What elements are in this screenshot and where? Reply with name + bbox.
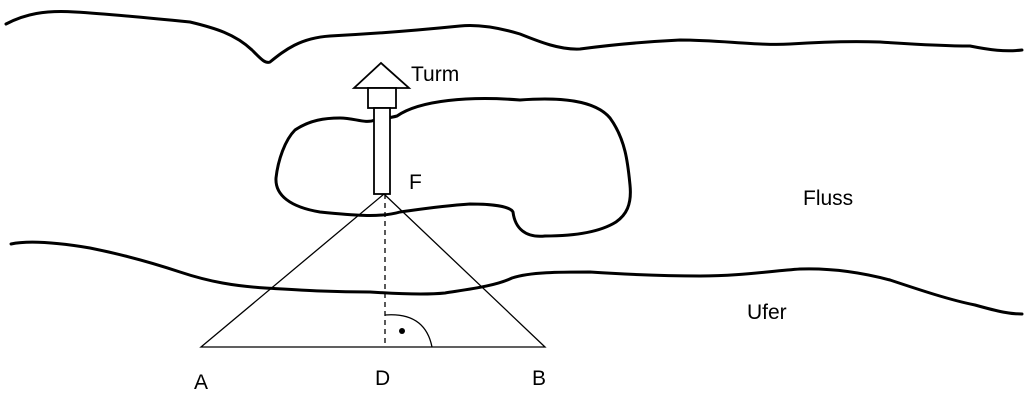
point-d-label: D (375, 367, 390, 390)
river-label: Fluss (803, 187, 853, 210)
tower-shaft (373, 107, 391, 195)
point-a-label: A (194, 371, 208, 391)
tower-label: Turm (411, 63, 459, 86)
right-angle-dot (399, 328, 405, 334)
far-riverbank-line (4, 10, 1024, 64)
tower-top-block (367, 87, 397, 109)
point-b-label: B (532, 367, 546, 390)
near-riverbank-line (9, 240, 1024, 316)
point-f-label: F (409, 171, 422, 194)
island-outline (274, 97, 632, 238)
bank-label: Ufer (747, 301, 787, 324)
measurement-triangle (199, 193, 547, 348)
right-angle-marker (384, 314, 433, 348)
tower-roof (351, 61, 412, 89)
